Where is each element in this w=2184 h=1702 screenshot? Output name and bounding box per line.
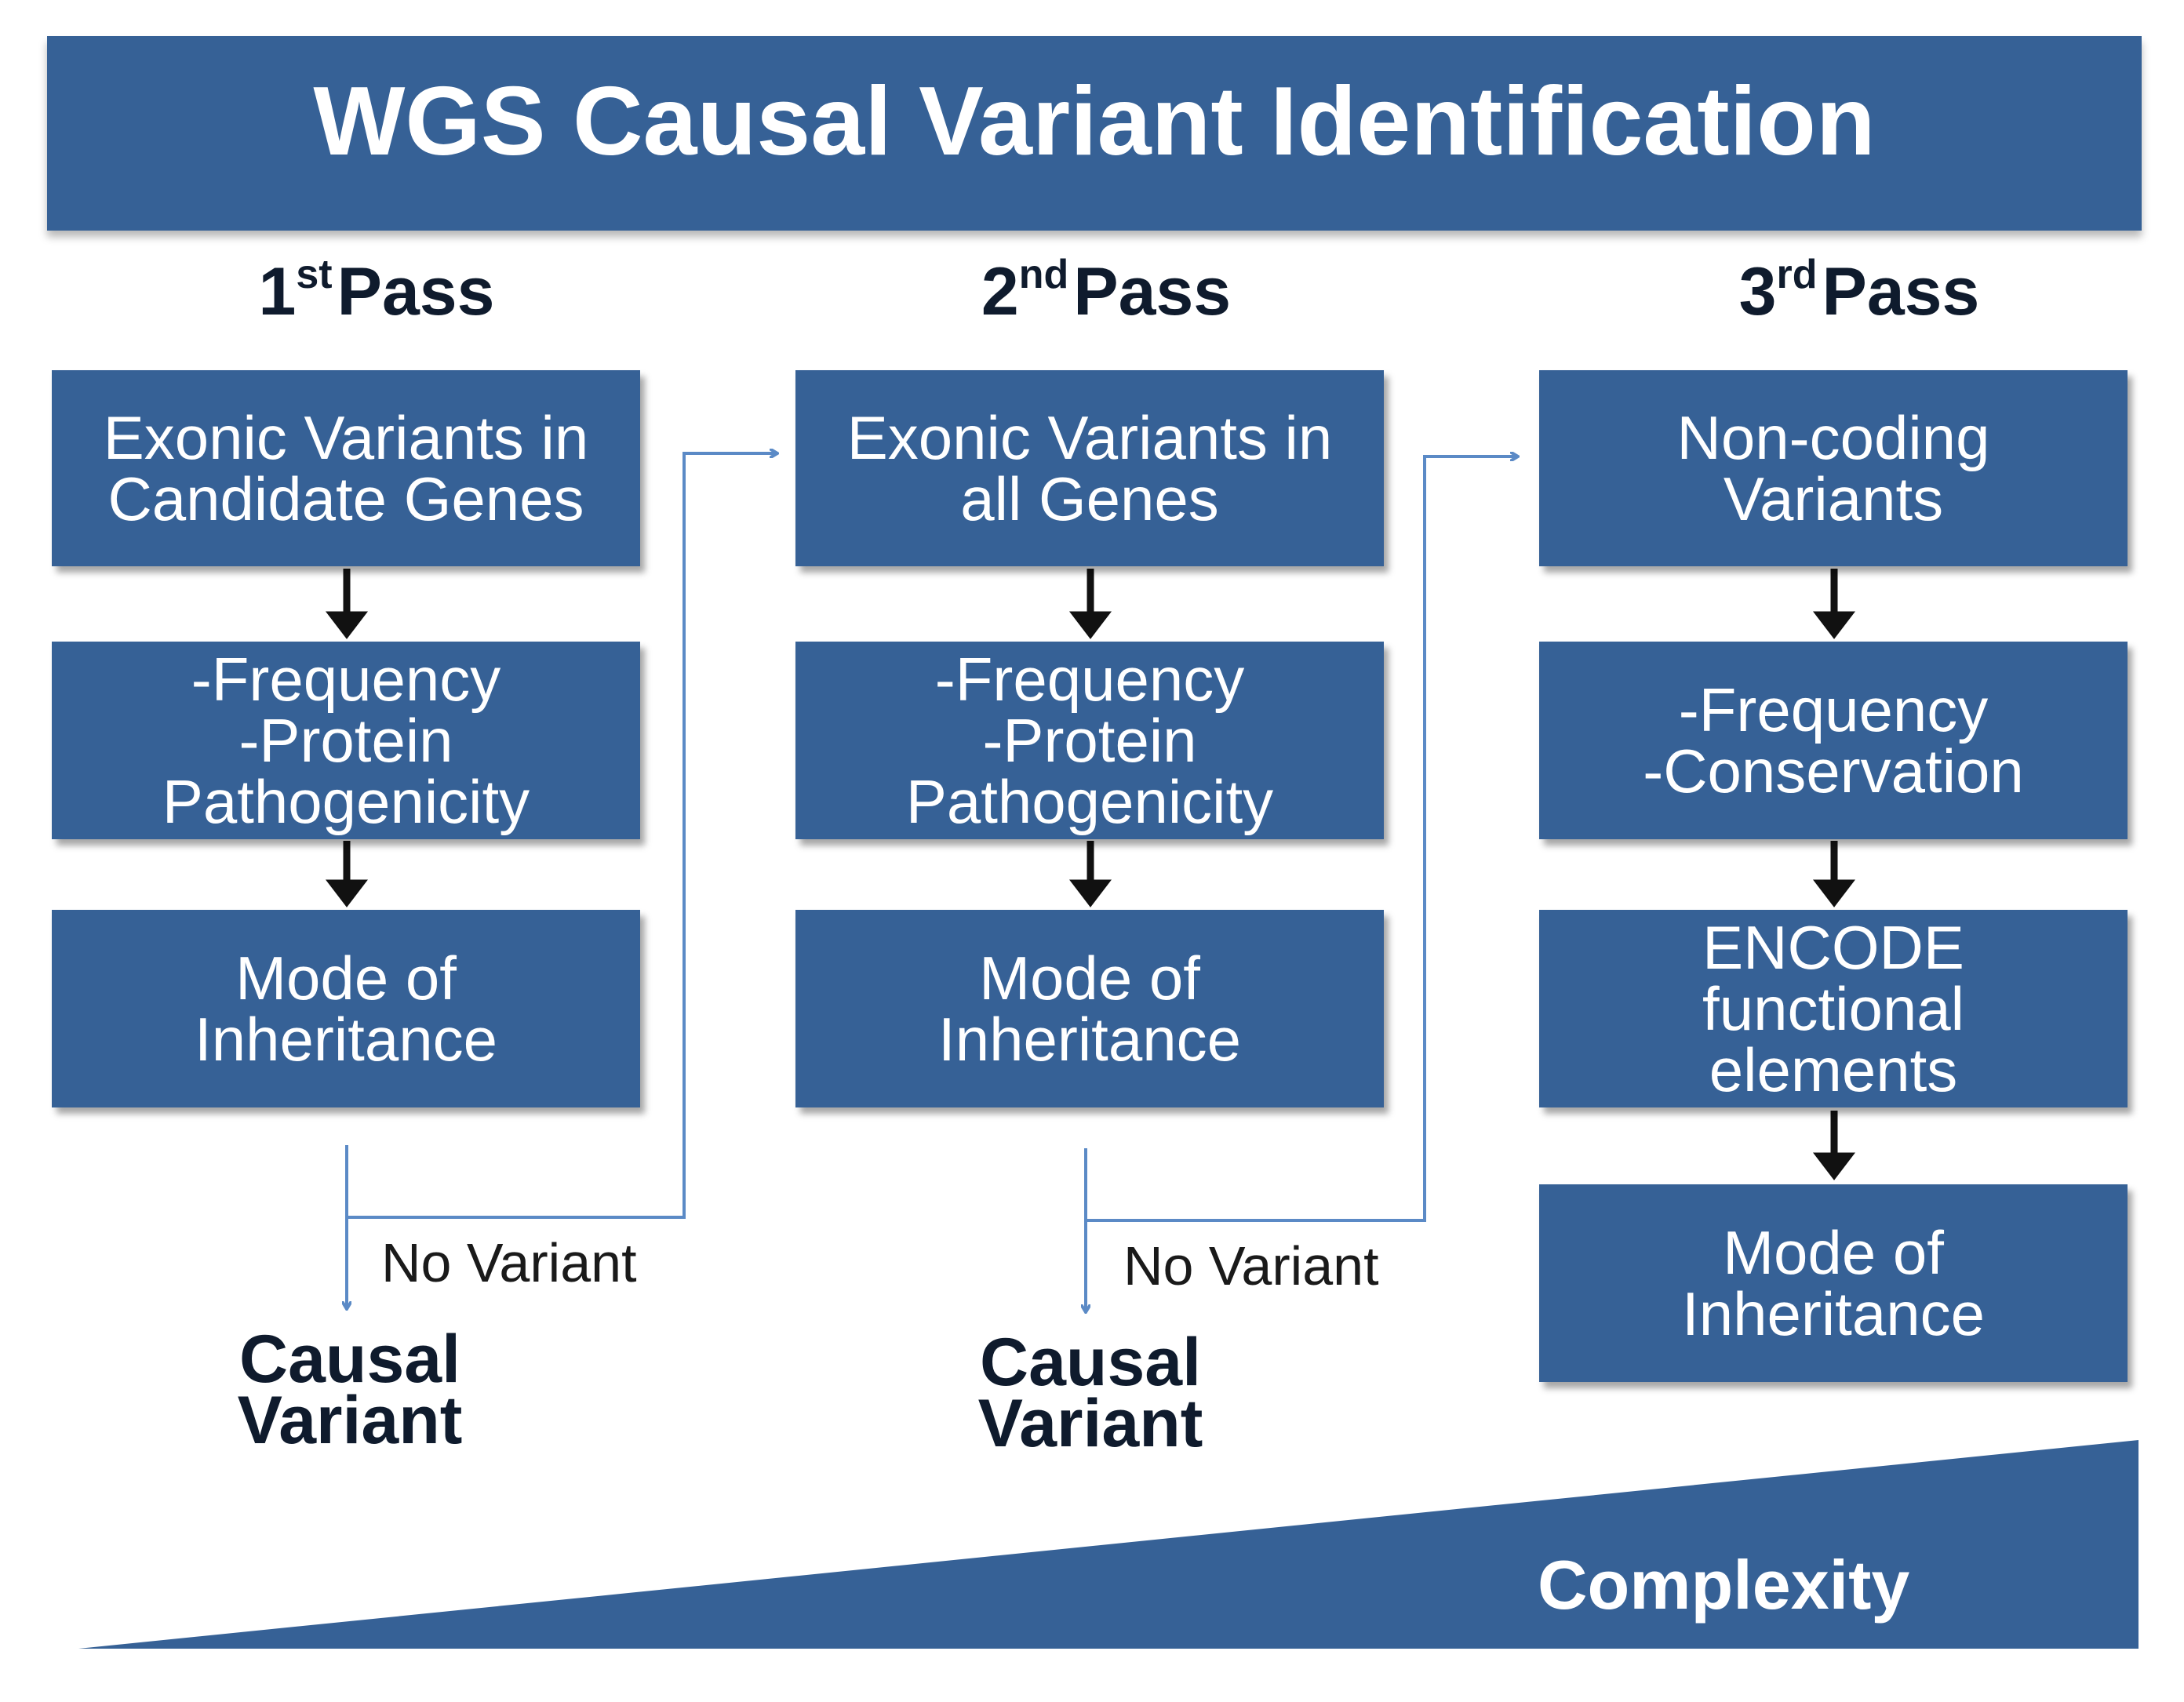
- title-banner: WGS Causal Variant Identification: [47, 36, 2142, 231]
- col2-exonic-all-box: Exonic Variants in all Genes: [795, 370, 1384, 566]
- col1-dark-arrows: [325, 569, 369, 907]
- page-title: WGS Causal Variant Identification: [313, 67, 1876, 176]
- col2-blue-connector: [1086, 456, 1517, 1311]
- pass-header-1: 1stPass: [258, 252, 495, 329]
- col3-noncoding-box: Non-coding Variants: [1539, 370, 2128, 566]
- pass-header-2: 2ndPass: [981, 252, 1232, 329]
- col1-inheritance-box: Mode of Inheritance: [52, 910, 640, 1107]
- col1-exonic-candidate-box: Exonic Variants in Candidate Genes: [52, 370, 640, 566]
- pass-header-3: 3rdPass: [1738, 252, 1980, 329]
- col2-dark-arrows: [1068, 569, 1112, 907]
- col2-causal-variant: Causal Variant: [977, 1325, 1203, 1461]
- col1-blue-connector: [347, 453, 777, 1308]
- col3-conservation-box: -Frequency -Conservation: [1539, 642, 2128, 839]
- col1-no-variant-label: No Variant: [381, 1232, 637, 1293]
- col2-inheritance-box: Mode of Inheritance: [795, 910, 1384, 1107]
- col3-inheritance-box: Mode of Inheritance: [1539, 1184, 2128, 1382]
- complexity-label: Complexity: [1538, 1546, 1910, 1624]
- col3-encode-box: ENCODE functional elements: [1539, 910, 2128, 1107]
- col3-dark-arrows: [1812, 569, 1856, 1180]
- col2-frequency-box: -Frequency -Protein Pathogenicity: [795, 642, 1384, 839]
- col1-causal-variant: Causal Variant: [237, 1322, 463, 1458]
- col1-frequency-box: -Frequency -Protein Pathogenicity: [52, 642, 640, 839]
- col2-no-variant-label: No Variant: [1123, 1235, 1379, 1297]
- complexity-wedge: [78, 1440, 2138, 1649]
